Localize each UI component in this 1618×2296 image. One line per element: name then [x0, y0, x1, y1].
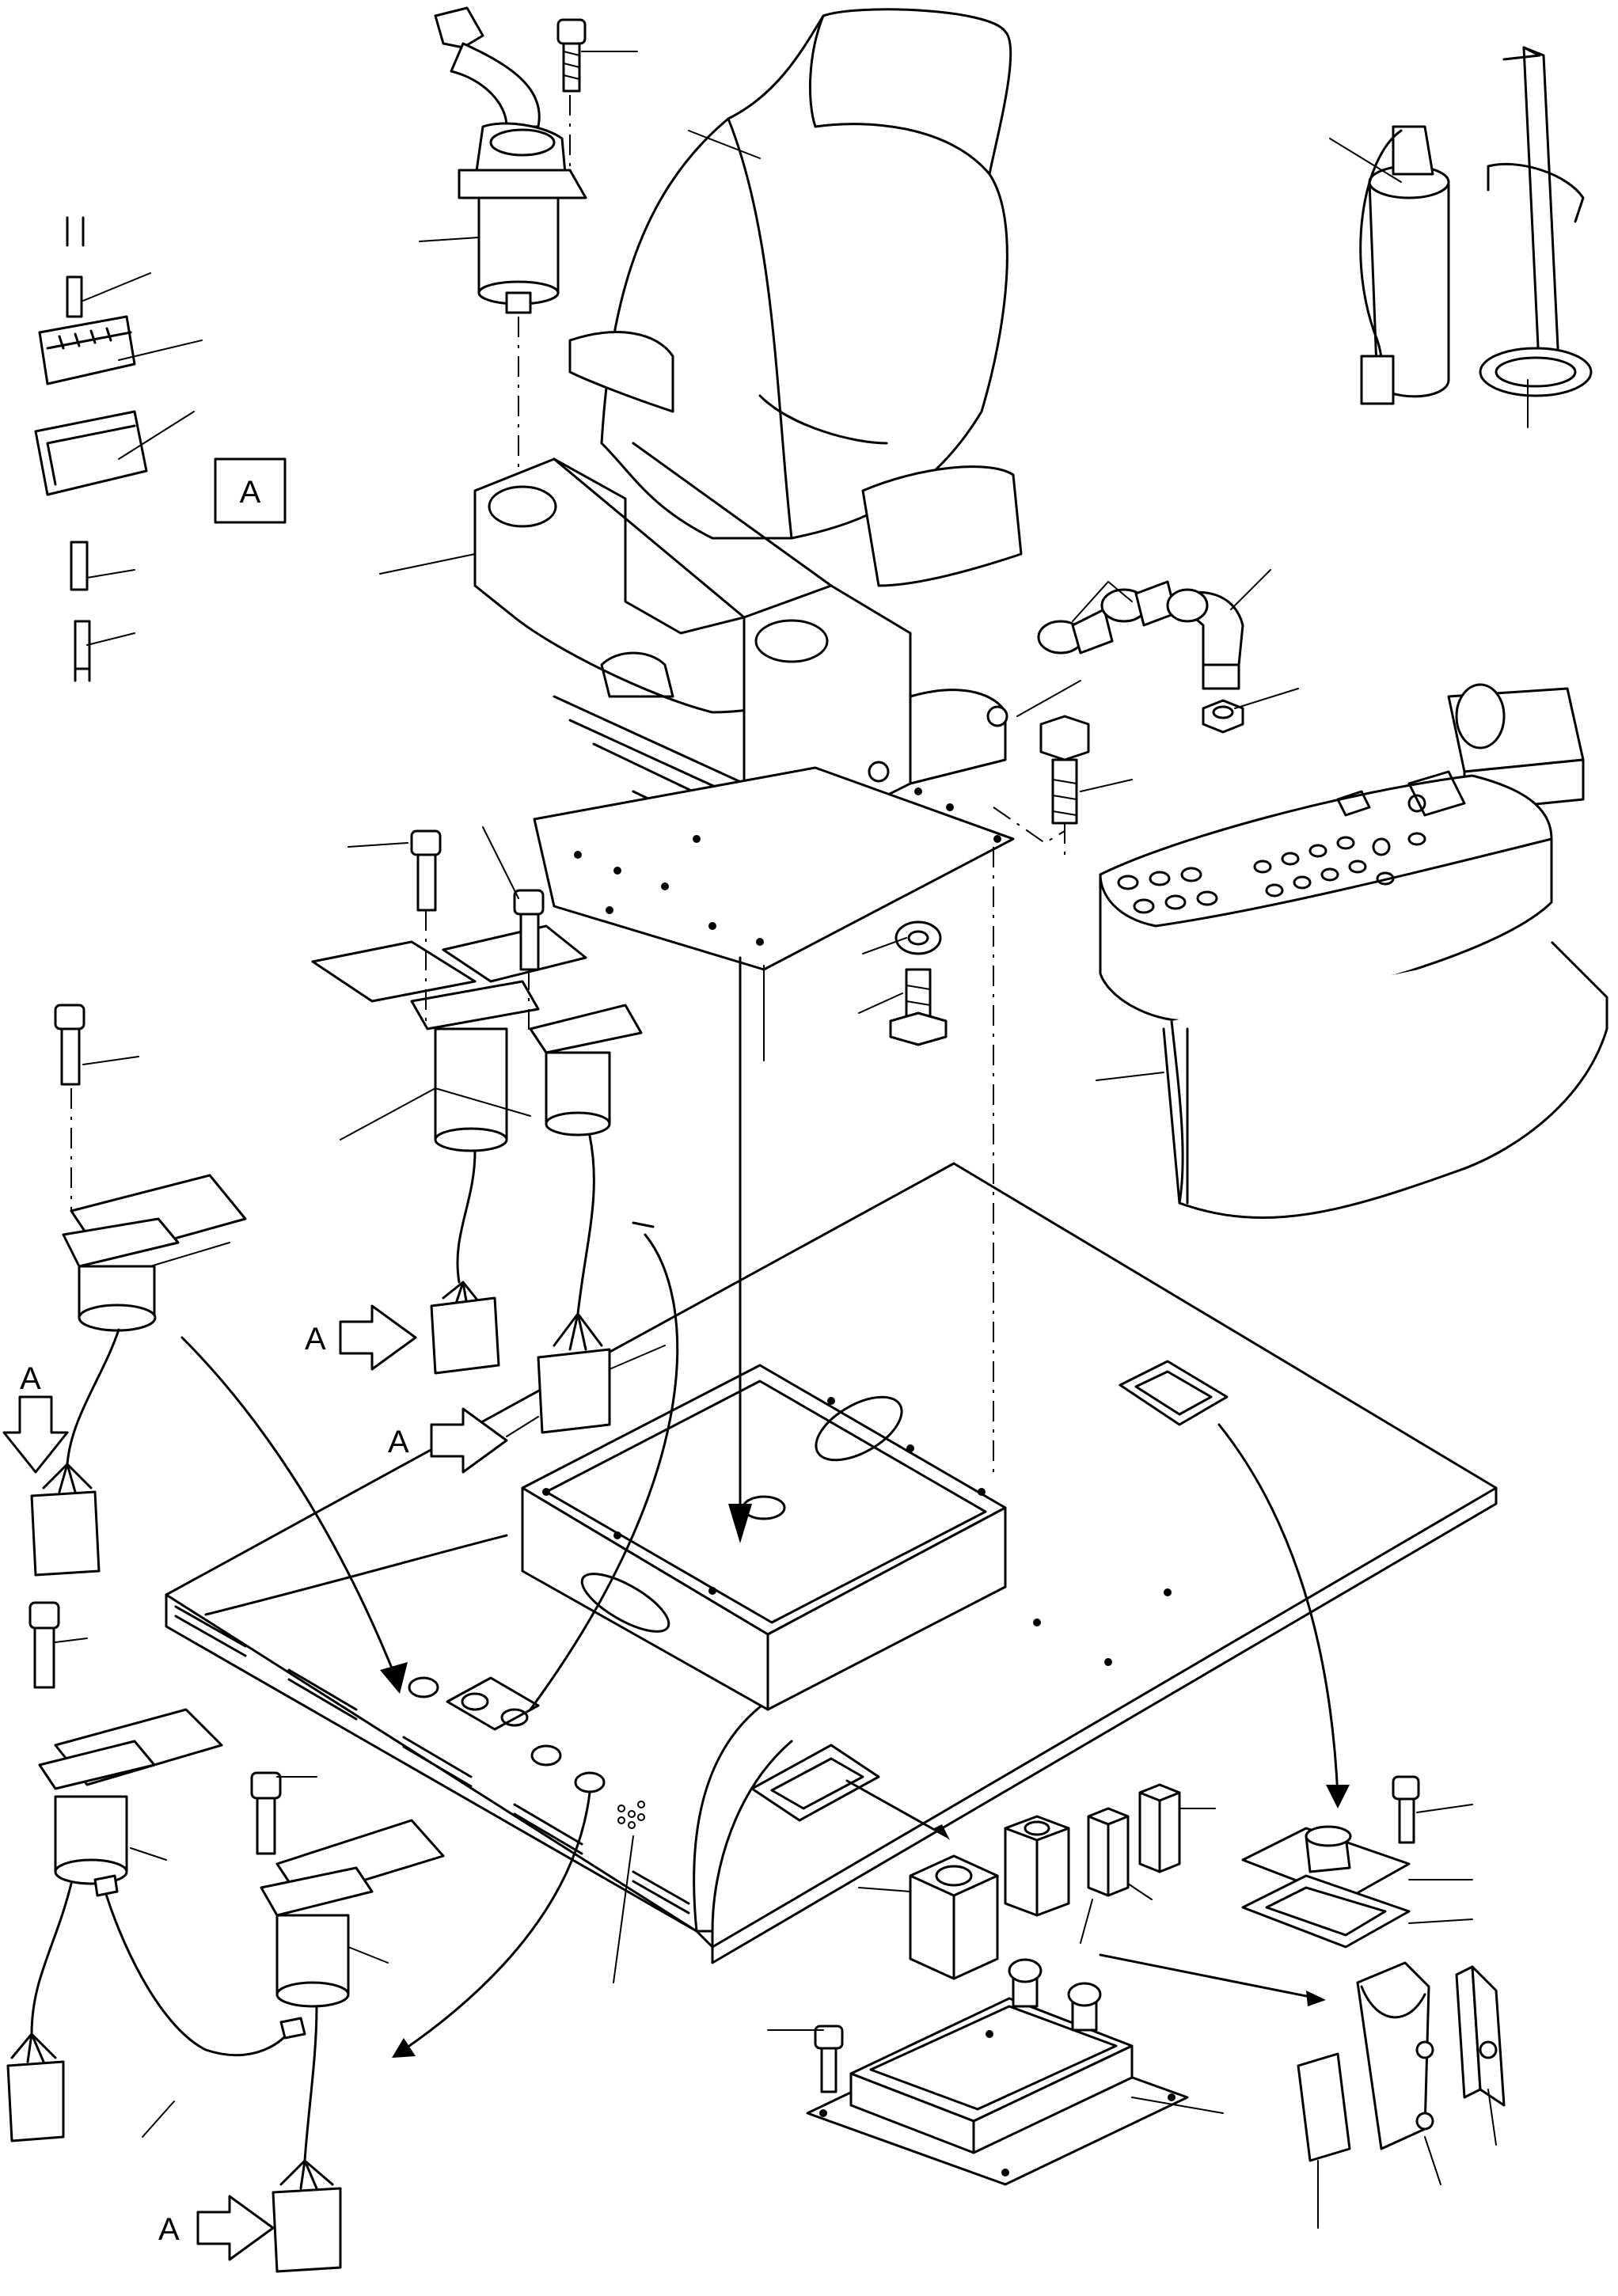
operator-seat [473, 8, 1023, 841]
joystick [434, 6, 587, 314]
extinguisher-bracket [1479, 46, 1593, 397]
view-a-label: A [240, 475, 261, 510]
battery-box [806, 1997, 1189, 2186]
floor-plate-fittings [408, 1360, 1229, 1829]
view-arrow-4-label: A [158, 2212, 180, 2247]
cap-screw-left [54, 1004, 85, 1086]
washer [894, 920, 942, 955]
harness-plug-1 [430, 1281, 500, 1375]
control-console [1099, 683, 1609, 1219]
harness-plug-4 [6, 2032, 65, 2142]
cap-screw-lower-left [28, 1601, 60, 1689]
relay-block-small-b [1138, 1783, 1181, 1873]
view-arrow-2-label: A [388, 1425, 409, 1459]
terminal-posts [1008, 1958, 1102, 2032]
twin-pedal-upper [311, 924, 643, 1315]
rubber-pad [1297, 2052, 1351, 2162]
view-arrow-3: A [2, 1361, 69, 1474]
cap-screw-upper-a [410, 829, 442, 912]
mounting-bolt [889, 968, 948, 1046]
single-pedal-lower-center [260, 1819, 445, 2162]
cap-screw-lower-center [250, 1771, 282, 1855]
view-arrow-4: A [158, 2195, 275, 2261]
hose-fittings [1037, 580, 1244, 690]
flange-screw [1392, 1775, 1420, 1844]
leader-lines [55, 51, 1529, 2229]
flange-gasket [1241, 1874, 1411, 1949]
relay-block-large [909, 1854, 999, 1980]
seat-box [521, 1364, 1007, 1711]
view-arrow-2: A [388, 1407, 508, 1474]
hex-bolt [1039, 715, 1090, 825]
joystick-screw [556, 18, 587, 93]
harness-cable [101, 1882, 294, 2057]
view-a-marker: A [214, 457, 287, 524]
harness-plug-2 [537, 1312, 611, 1434]
harness-plug-5 [272, 2159, 342, 2273]
seat-mounting-plate [533, 766, 1015, 971]
console-buttons [1117, 770, 1466, 914]
single-pedal-left [62, 1174, 247, 1466]
view-arrow-3-label: A [20, 1361, 41, 1396]
relay-block-medium [1004, 1815, 1070, 1917]
box-screw [814, 2025, 844, 2093]
single-pedal-lower-left [30, 1708, 223, 2036]
connector-detail-view-a [34, 216, 148, 682]
view-arrow-1: A [305, 1304, 417, 1371]
view-arrow-1-label: A [305, 1322, 326, 1357]
harness-plug-3 [30, 1463, 101, 1577]
hinge-plate [1455, 1965, 1506, 2107]
connector-grid [617, 1801, 645, 1829]
relay-block-small-a [1087, 1807, 1130, 1897]
fire-extinguisher [1359, 125, 1450, 405]
assembly-arrows [180, 1221, 1350, 2058]
hex-nut-small [1202, 699, 1244, 734]
hinge-bracket [1356, 1961, 1434, 2150]
